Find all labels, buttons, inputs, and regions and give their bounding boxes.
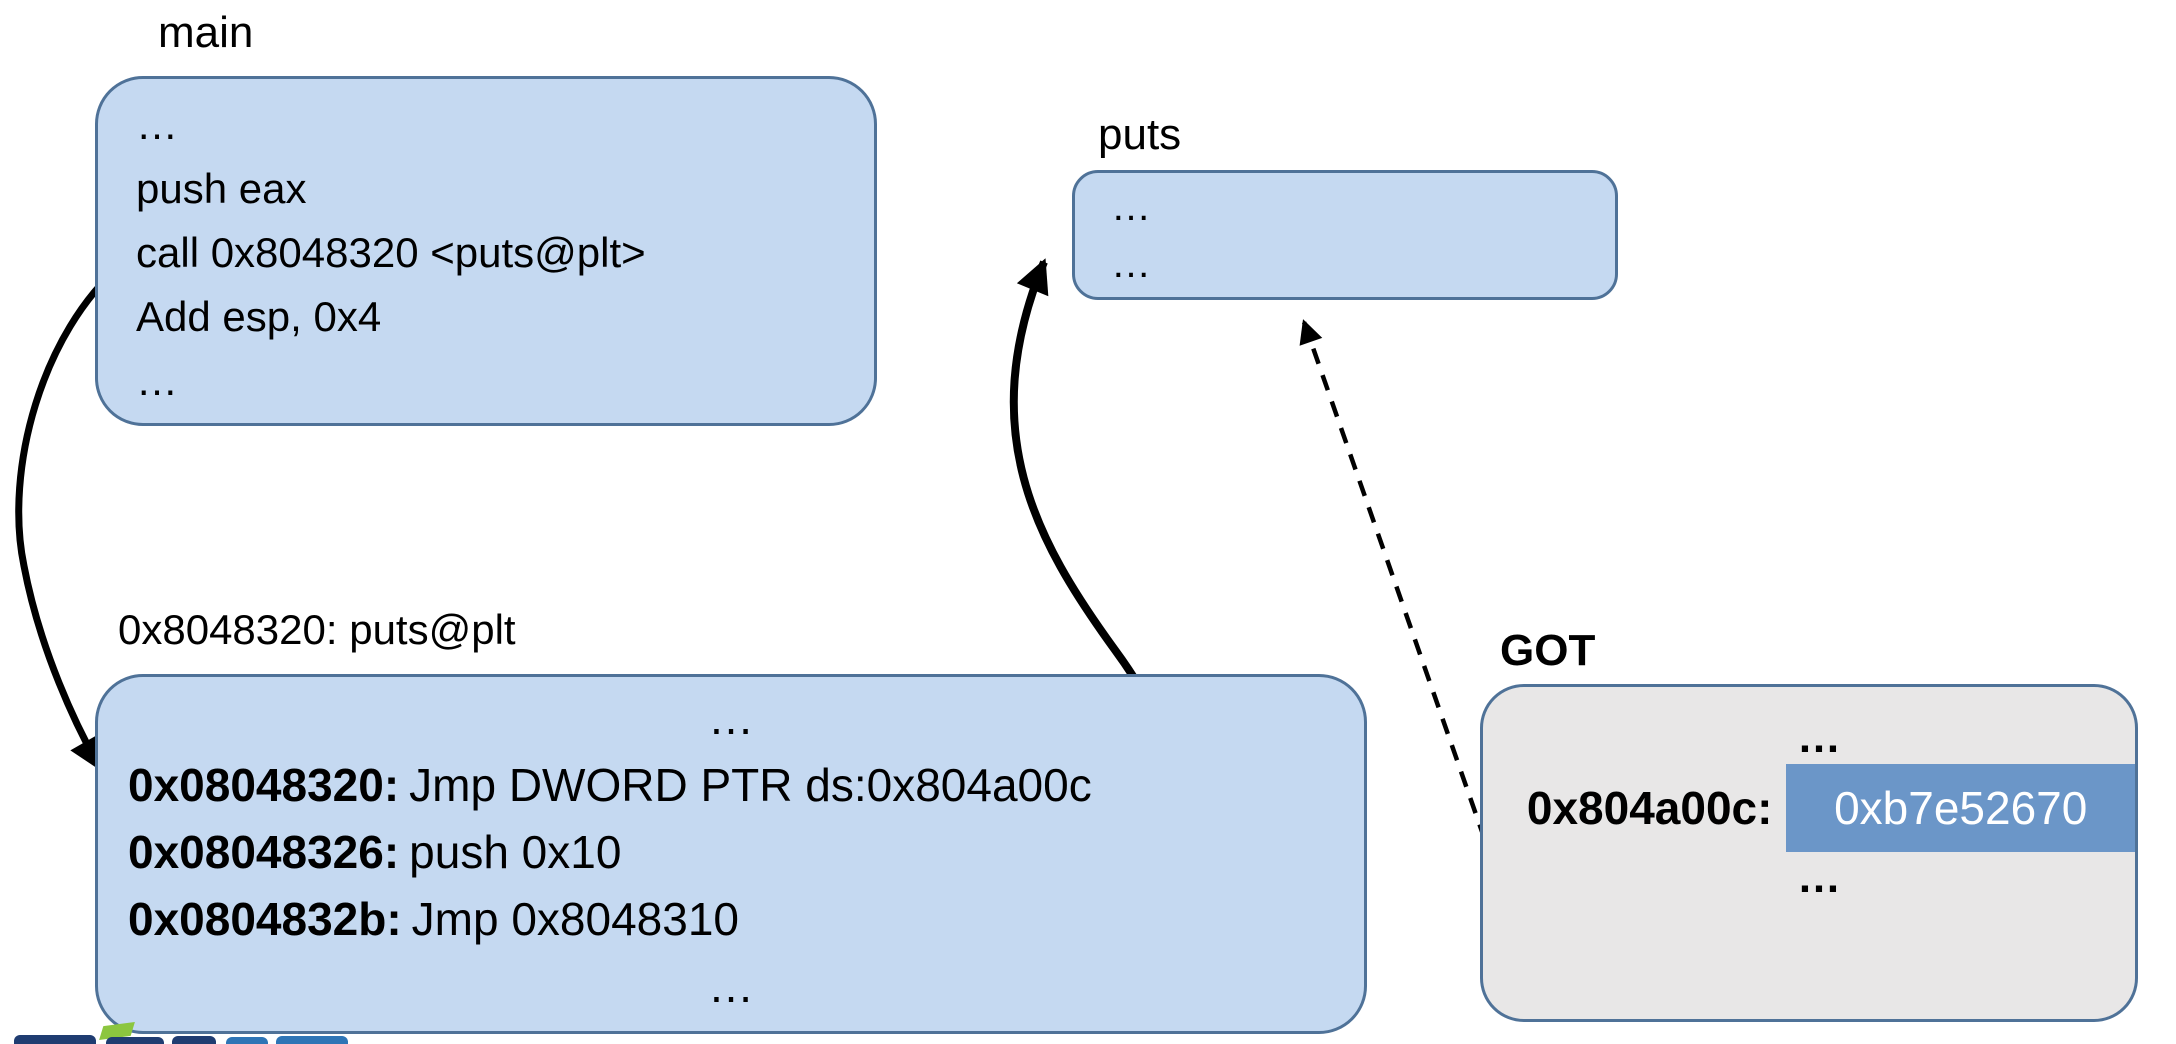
puts-code-box: … … [1072,170,1618,300]
logo-letter-fragment [106,1037,164,1044]
partial-logo [14,1021,350,1044]
plt-ellipsis-top: … [708,692,754,744]
logo-letter-fragment [276,1036,348,1044]
got-ellipsis-bottom: … [1797,853,1841,902]
logo-letter-fragment [172,1036,216,1044]
plt-instruction-row: 0x08048326:push 0x10 [128,819,1364,886]
plt-instruction-row: 0x08048320:Jmp DWORD PTR ds:0x804a00c [128,752,1364,819]
plt-address: 0x08048320: [128,759,400,811]
plt-label: 0x8048320: puts@plt [118,606,516,653]
got-label: GOT [1500,626,1596,675]
plt-code-box: … 0x08048320:Jmp DWORD PTR ds:0x804a00c … [95,674,1367,1034]
got-entry-address: 0x804a00c: [1526,782,1773,834]
plt-ellipsis-bottom: … [708,960,754,1012]
main-code-box: … push eax call 0x8048320 <puts@plt> Add… [95,76,877,426]
plt-instruction: Jmp 0x8048310 [411,893,740,945]
logo-letter-fragment [14,1035,96,1044]
main-code-line: Add esp, 0x4 [136,293,382,340]
puts-label: puts [1098,110,1182,159]
plt-address: 0x08048326: [128,826,400,878]
puts-code-line: … [1111,185,1151,229]
got-entry-cell: 0xb7e52670 [1786,764,2135,852]
got-entry-value: 0xb7e52670 [1834,782,2088,834]
plt-instruction-row: 0x0804832b:Jmp 0x8048310 [128,886,1364,953]
got-entry-row: 0x804a00c: 0xb7e52670 [1483,763,2135,853]
main-code-line: … [136,101,178,148]
got-box: … 0x804a00c: 0xb7e52670 … [1480,684,2138,1022]
plt-instruction: Jmp DWORD PTR ds:0x804a00c [409,759,1092,811]
main-code-line: push eax [136,165,307,212]
main-code-line: … [136,357,178,404]
logo-letter-fragment [226,1037,268,1044]
puts-code-line: … [1111,242,1151,286]
plt-address: 0x0804832b: [128,893,402,945]
main-label: main [158,8,254,57]
main-code-line: call 0x8048320 <puts@plt> [136,229,646,276]
got-ellipsis-top: … [1797,713,1841,762]
plt-instruction: push 0x10 [409,826,622,878]
